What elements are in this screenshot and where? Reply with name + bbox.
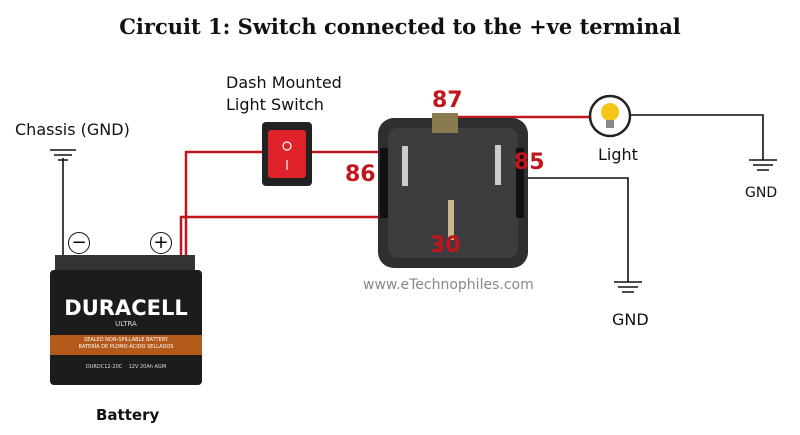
switch-label-line1: Dash Mounted xyxy=(226,73,342,92)
battery-line2: BATERÍA DE PLOMO-ÁCIDO SELLADOS xyxy=(78,344,174,350)
wire-85-gnd xyxy=(495,177,629,282)
battery-icon xyxy=(50,255,202,385)
battery-label: Battery xyxy=(96,406,160,424)
switch-icon xyxy=(262,122,312,186)
light-label: Light xyxy=(598,145,638,164)
pin-86-label: 86 xyxy=(345,162,376,187)
battery-line1: SEALED NON-SPILLABLE BATTERY xyxy=(84,337,168,343)
pin-85-label: 85 xyxy=(514,150,545,175)
battery-brand: DURACELL xyxy=(64,296,188,320)
pin-30-label: 30 xyxy=(430,233,461,258)
battery-positive-symbol: + xyxy=(150,232,172,254)
battery-model: DURDC12-20C 12V 20Ah AGM xyxy=(85,364,167,370)
wire-light-gnd xyxy=(628,114,764,160)
gnd-symbol-85 xyxy=(614,281,642,293)
battery-sub: ULTRA xyxy=(115,320,137,328)
battery-negative-symbol: − xyxy=(68,232,90,254)
wire-switch-feed xyxy=(184,150,268,262)
pin-87-label: 87 xyxy=(432,88,463,113)
gnd-label-85: GND xyxy=(612,310,649,329)
relay-icon xyxy=(378,113,528,268)
watermark: www.eTechnophiles.com xyxy=(363,277,534,293)
chassis-label: Chassis (GND) xyxy=(15,120,130,139)
gnd-symbol-light xyxy=(749,159,777,171)
switch-label-line2: Light Switch xyxy=(226,95,324,114)
gnd-label-light: GND xyxy=(745,185,778,201)
diagram-title: Circuit 1: Switch connected to the +ve t… xyxy=(119,14,681,39)
bulb-icon xyxy=(588,94,632,138)
gnd-symbol-chassis xyxy=(50,149,76,161)
wire-battery-to-30 xyxy=(179,215,452,262)
